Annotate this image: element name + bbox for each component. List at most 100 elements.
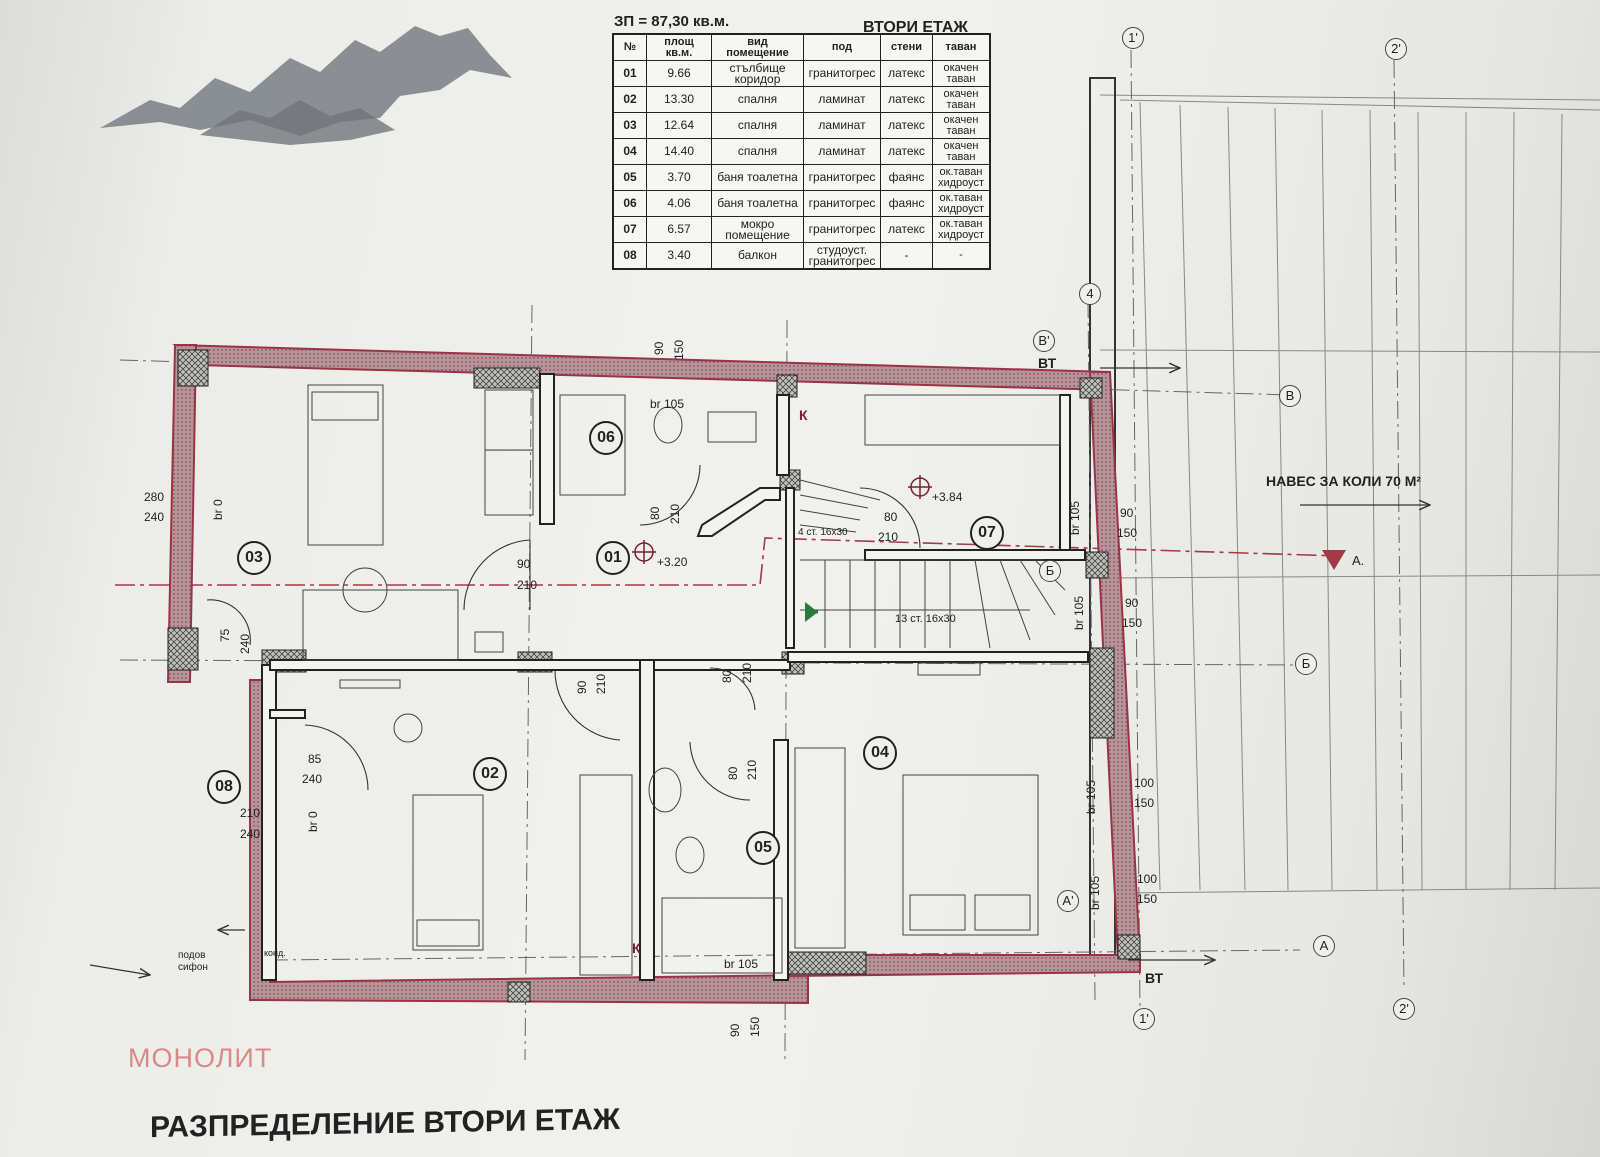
dim-br105: br 105 <box>650 397 685 411</box>
level-markers <box>632 475 932 564</box>
stairs-label-bottom: 13 ст. 16х30 <box>895 613 956 625</box>
cell-type: спалня <box>711 112 804 139</box>
dim-80: 80 <box>884 510 898 524</box>
carport-grid <box>1089 77 1600 959</box>
dim-240: 240 <box>238 633 252 654</box>
table-row: 07 6.57 мокро помещение гранитогрес лате… <box>612 216 991 243</box>
col-floor: под <box>803 33 881 61</box>
dim-90: 90 <box>575 680 589 694</box>
dim-90: 90 <box>1125 596 1139 610</box>
total-area: ЗП = 87,30 кв.м. <box>614 13 730 30</box>
cond-label: конд. <box>264 948 286 958</box>
dim-150: 150 <box>1122 616 1143 630</box>
axis-2-top: 2' <box>1385 38 1407 60</box>
dim-150: 150 <box>672 339 686 360</box>
cell-ceiling: ок.таван хидроуст <box>932 216 991 243</box>
col-type: вид помещение <box>711 33 804 61</box>
table-row: 01 9.66 стълбище коридор гранитогрес лат… <box>612 60 991 87</box>
cell-walls: латекс <box>880 60 933 87</box>
cell-no: 07 <box>612 216 647 243</box>
cell-no: 03 <box>612 112 647 139</box>
dim-90: 90 <box>652 341 666 355</box>
cell-no: 01 <box>612 60 647 87</box>
axis-b2-right: Б <box>1295 653 1317 675</box>
section-label: А. <box>1352 553 1365 568</box>
room-label-02: 02 <box>473 757 507 791</box>
dim-210: 210 <box>740 662 754 683</box>
cell-ceiling: окачен таван <box>932 86 991 113</box>
stairs-label-top: 4 ст. 16х30 <box>798 527 848 538</box>
dim-br105: br 105 <box>1072 595 1086 630</box>
dim-100: 100 <box>1137 872 1158 886</box>
arrows <box>89 368 1430 975</box>
cell-area: 9.66 <box>646 60 712 87</box>
section-line <box>115 537 1341 586</box>
cell-ceiling: - <box>932 242 991 270</box>
dim-150: 150 <box>1137 892 1158 906</box>
table-row: 03 12.64 спалня ламинат латекс окачен та… <box>612 112 991 139</box>
drain-label: подов сифон <box>178 950 208 973</box>
dim-85: 85 <box>308 752 322 766</box>
table-row: 02 13.30 спалня ламинат латекс окачен та… <box>612 86 991 113</box>
table-header-row: № площ кв.м. вид помещение под стени тав… <box>612 33 991 61</box>
axis-a-prime: A' <box>1057 890 1079 912</box>
cell-no: 05 <box>612 164 647 191</box>
k-label-top: К <box>799 407 808 423</box>
dim-br105: br 105 <box>1088 875 1102 910</box>
vt-label-top: ВТ <box>1038 355 1057 371</box>
dim-210: 210 <box>240 806 261 820</box>
room-label-01: 01 <box>596 541 630 575</box>
cell-floor: гранитогрес <box>803 60 881 87</box>
dim-210: 210 <box>594 673 608 694</box>
cell-ceiling: окачен таван <box>932 112 991 139</box>
room-label-08: 08 <box>207 770 241 804</box>
axis-b2-left: Б <box>1039 560 1061 582</box>
table-row: 05 3.70 баня тоалетна гранитогрес фаянс … <box>612 164 991 191</box>
vt-label-bottom: ВТ <box>1145 970 1164 986</box>
level-01: +3.20 <box>657 555 688 569</box>
cell-walls: латекс <box>880 112 933 139</box>
dim-80: 80 <box>648 506 662 520</box>
axis-2-bottom: 2' <box>1393 998 1415 1020</box>
dim-br105: br 105 <box>724 957 759 971</box>
dim-210: 210 <box>517 578 538 592</box>
cell-walls: - <box>880 242 933 270</box>
dim-210: 210 <box>878 530 899 544</box>
cell-area: 4.06 <box>646 190 712 217</box>
cell-walls: фаянс <box>880 190 933 217</box>
brand-logo-text: МОНОЛИТ <box>128 1043 273 1073</box>
dim-90: 90 <box>1120 506 1134 520</box>
axis-1-top: 1' <box>1122 27 1144 49</box>
cell-no: 08 <box>612 242 647 270</box>
dim-75: 75 <box>218 628 232 642</box>
cell-area: 13.30 <box>646 86 712 113</box>
exterior-walls <box>166 343 1142 1005</box>
rooms-table: № площ кв.м. вид помещение под стени тав… <box>612 33 991 270</box>
col-no: № <box>612 33 647 61</box>
cell-walls: фаянс <box>880 164 933 191</box>
cell-area: 3.40 <box>646 242 712 270</box>
cell-walls: латекс <box>880 86 933 113</box>
axis-b-prime: B' <box>1033 330 1055 352</box>
dim-br0: br 0 <box>306 811 320 832</box>
axis-4: 4 <box>1079 283 1101 305</box>
cell-area: 6.57 <box>646 216 712 243</box>
dim-210: 210 <box>745 759 759 780</box>
cell-floor: гранитогрес <box>803 190 881 217</box>
dim-br105: br 105 <box>1084 779 1098 814</box>
dim-150: 150 <box>748 1016 762 1037</box>
dim-br0: br 0 <box>211 499 225 520</box>
carport-label: НАВЕС ЗА КОЛИ 70 М² <box>1266 473 1422 489</box>
room-label-05: 05 <box>746 831 780 865</box>
cell-no: 06 <box>612 190 647 217</box>
cell-area: 3.70 <box>646 164 712 191</box>
room-label-07: 07 <box>970 516 1004 550</box>
mountain-decoration <box>100 26 512 145</box>
cell-no: 02 <box>612 86 647 113</box>
cell-floor: ламинат <box>803 112 881 139</box>
col-walls: стени <box>880 33 933 61</box>
cell-type: баня тоалетна <box>711 190 804 217</box>
col-area: площ кв.м. <box>646 33 712 61</box>
